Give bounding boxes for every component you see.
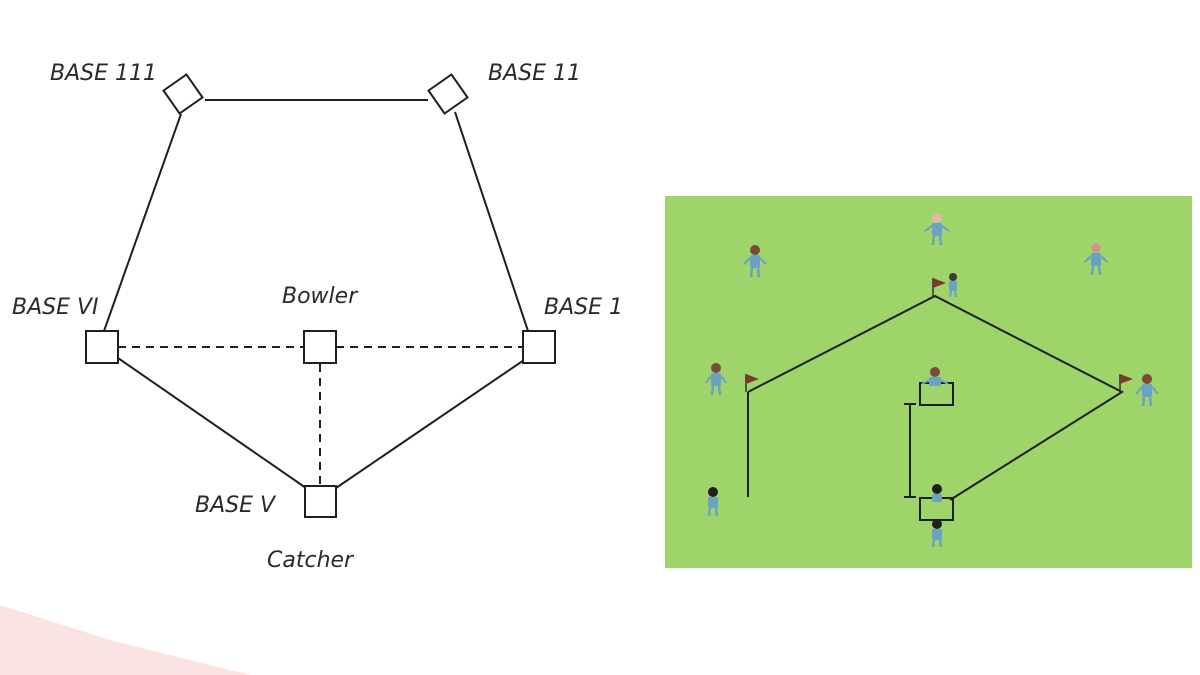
base-1-square bbox=[522, 330, 556, 364]
line-base3-base6 bbox=[103, 113, 182, 332]
line-base6-base5 bbox=[117, 357, 307, 489]
base-2-square bbox=[427, 73, 469, 115]
player-fielder-top bbox=[924, 213, 950, 246]
corner-decoration bbox=[0, 605, 250, 675]
field-diagram: BASE 111 BASE 11 BASE VI Bowler BASE 1 B… bbox=[12, 61, 623, 573]
player-fielder-right-top bbox=[1084, 243, 1108, 276]
player-batter bbox=[932, 484, 942, 502]
label-base-1: BASE 1 bbox=[544, 295, 623, 320]
label-base-2: BASE 11 bbox=[488, 61, 581, 86]
player-batter-left bbox=[707, 487, 719, 517]
flag-top bbox=[932, 278, 946, 296]
base-5-square bbox=[304, 485, 337, 518]
base-6-square bbox=[85, 330, 119, 364]
player-right-post bbox=[1135, 374, 1159, 407]
label-catcher: Catcher bbox=[267, 548, 355, 573]
label-base-3: BASE 111 bbox=[50, 61, 157, 86]
label-bowler: Bowler bbox=[282, 284, 359, 309]
player-bowler bbox=[921, 367, 949, 386]
label-base-6: BASE VI bbox=[12, 295, 99, 320]
player-base-top bbox=[949, 273, 957, 298]
flag-left bbox=[745, 374, 759, 392]
field-illustration bbox=[665, 196, 1192, 568]
bowler-square bbox=[303, 330, 337, 364]
player-left-post bbox=[705, 363, 727, 396]
line-base2-base1 bbox=[454, 111, 529, 332]
label-base-5: BASE V bbox=[195, 493, 277, 518]
base-3-square bbox=[162, 73, 204, 115]
field-boundary-line bbox=[747, 294, 1125, 501]
flag-right bbox=[1119, 374, 1133, 392]
line-base1-base5 bbox=[335, 357, 528, 489]
player-catcher bbox=[931, 519, 943, 548]
player-fielder-left-top bbox=[743, 245, 767, 278]
